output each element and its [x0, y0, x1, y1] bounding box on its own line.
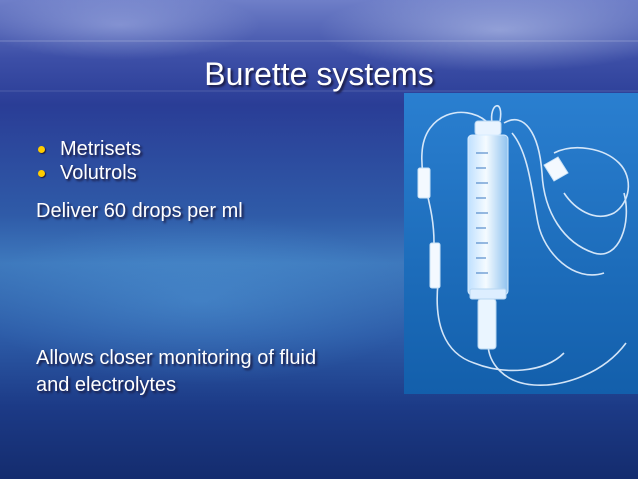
sky-streak: [0, 40, 638, 42]
bullet-item: Metrisets: [36, 137, 141, 161]
body-text-electrolytes: and electrolytes: [36, 374, 177, 396]
bullet-dot-icon: [38, 146, 45, 153]
bullet-item: Volutrols: [36, 161, 141, 185]
bullet-text: Volutrols: [60, 162, 137, 184]
burette-iv-set-photo: [404, 93, 638, 394]
body-text-monitoring: Allows closer monitoring of fluid: [36, 347, 317, 369]
sky-streak: [0, 90, 638, 92]
burette-illustration: [404, 93, 638, 394]
bullet-dot-icon: [38, 170, 45, 177]
bullet-list: Metrisets Volutrols: [36, 137, 141, 185]
slide-title: Burette systems: [204, 56, 434, 92]
bullet-text: Metrisets: [60, 138, 142, 160]
body-text-drops: Deliver 60 drops per ml: [36, 200, 243, 222]
